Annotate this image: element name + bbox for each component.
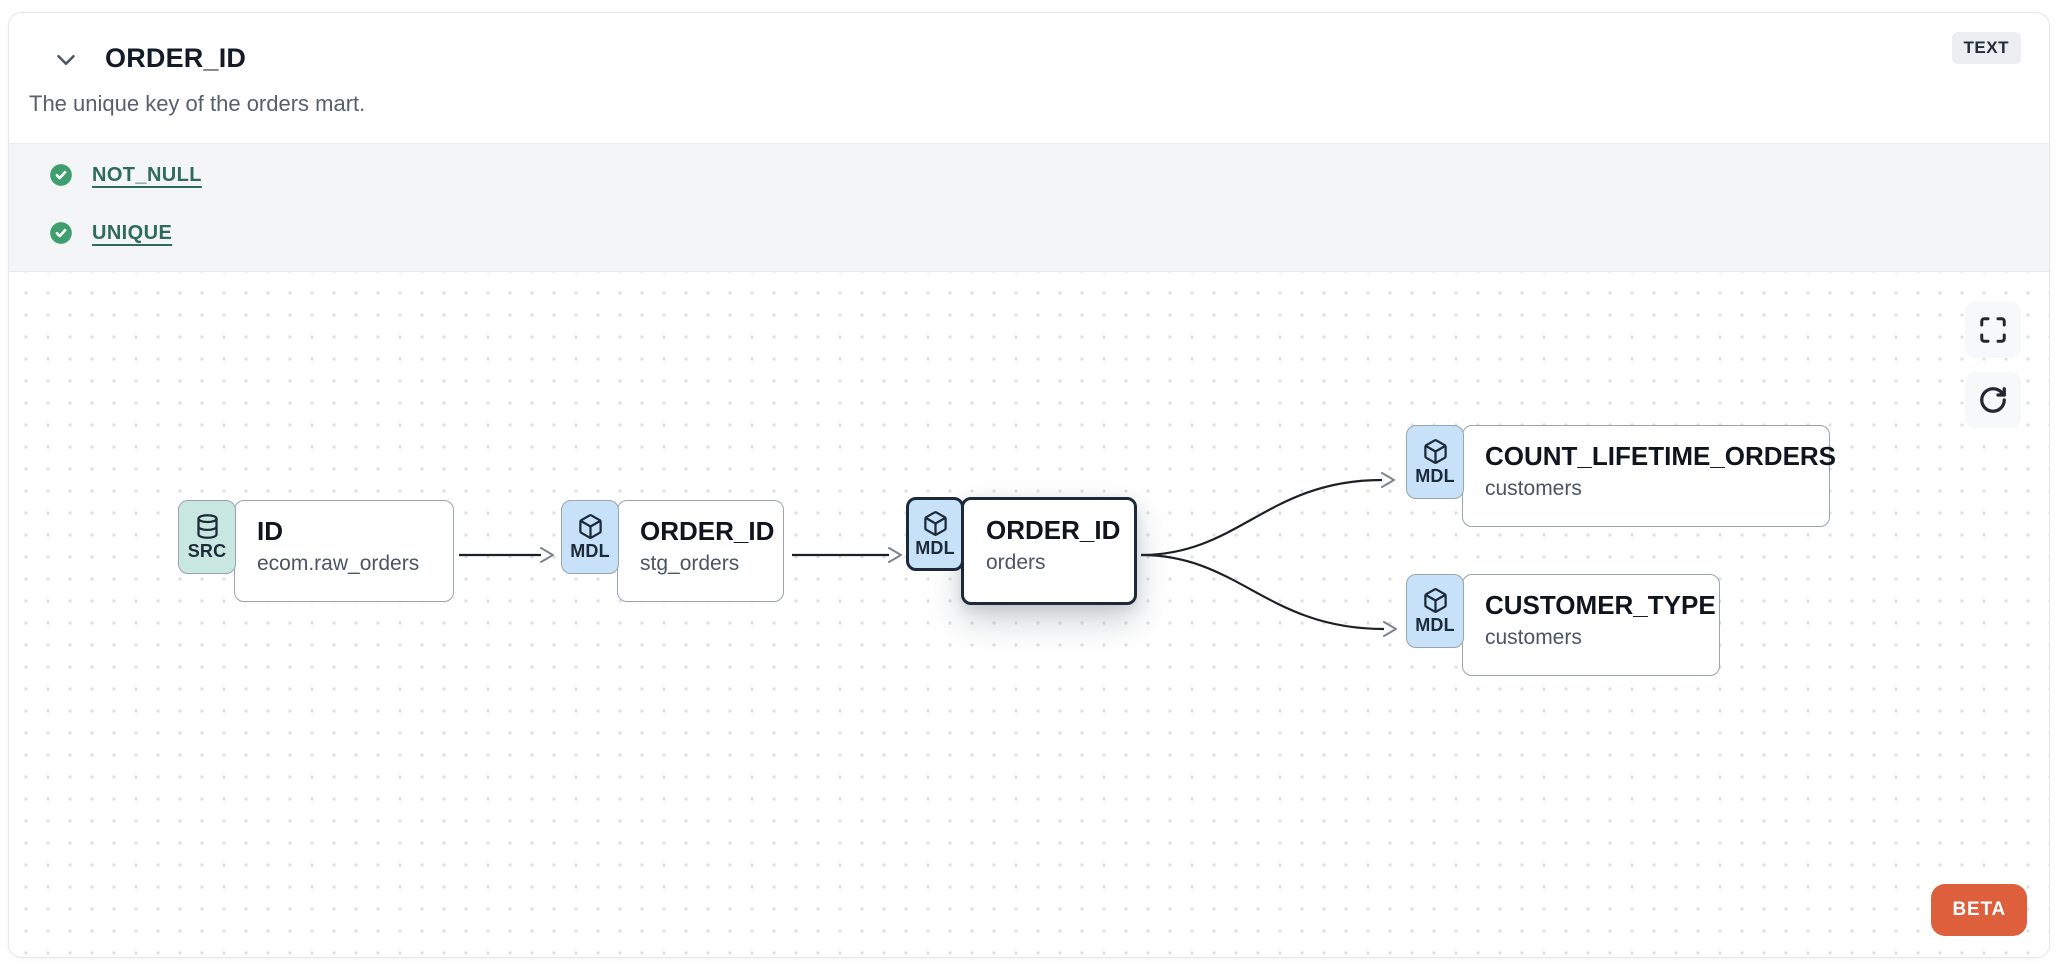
cube-icon xyxy=(923,510,947,536)
beta-badge: BETA xyxy=(1931,884,2027,936)
node-body: ORDER_ID orders xyxy=(961,497,1137,605)
column-title: ORDER_ID xyxy=(105,43,247,73)
lineage-edges xyxy=(459,472,1397,637)
node-body: ORDER_ID stg_orders xyxy=(617,500,784,602)
edge-orders-to-count xyxy=(1140,478,1383,557)
lineage-node-customer-type[interactable]: MDL CUSTOMER_TYPE customers xyxy=(1406,574,1720,676)
column-type-badge: TEXT xyxy=(1951,32,2021,64)
check-circle-icon xyxy=(50,222,72,244)
lineage-node-count-lifetime-orders[interactable]: MDL COUNT_LIFETIME_ORDERS customers xyxy=(1406,425,1837,527)
lineage-node-source-id[interactable]: SRC ID ecom.raw_orders xyxy=(178,500,454,602)
node-subtitle: ecom.raw_orders xyxy=(257,552,420,575)
maximize-icon xyxy=(1980,317,2006,343)
node-subtitle: customers xyxy=(1485,626,1582,649)
column-description: The unique key of the orders mart. xyxy=(29,91,366,116)
node-body: CUSTOMER_TYPE customers xyxy=(1462,574,1720,676)
arrowhead-icon xyxy=(888,547,902,563)
chevron-down-icon xyxy=(57,55,75,65)
tests-section: NOT_NULL UNIQUE xyxy=(9,143,2049,272)
cube-icon xyxy=(1423,587,1447,613)
arrowhead-icon xyxy=(1383,621,1397,637)
node-subtitle: orders xyxy=(986,551,1046,574)
check-circle-icon xyxy=(50,164,72,186)
lineage-canvas[interactable]: SRC ID ecom.raw_orders MDL ORDER_ID stg_… xyxy=(9,272,2049,957)
fullscreen-button[interactable] xyxy=(1965,302,2021,358)
node-title: ID xyxy=(257,516,283,546)
cube-icon xyxy=(578,513,602,539)
test-link-unique[interactable]: UNIQUE xyxy=(92,221,173,244)
arrowhead-icon xyxy=(540,547,554,563)
node-type-badge: SRC xyxy=(178,500,236,574)
node-title: ORDER_ID xyxy=(986,515,1121,545)
edge-orders-to-customer-type xyxy=(1140,553,1385,631)
refresh-button[interactable] xyxy=(1965,372,2021,428)
node-title: ORDER_ID xyxy=(640,516,775,546)
lineage-node-orders-selected[interactable]: MDL ORDER_ID orders xyxy=(906,497,1137,605)
lineage-node-stg-orders[interactable]: MDL ORDER_ID stg_orders xyxy=(561,500,784,602)
node-type-badge: MDL xyxy=(561,500,619,574)
node-body: COUNT_LIFETIME_ORDERS customers xyxy=(1462,425,1837,527)
test-row: NOT_NULL xyxy=(48,162,202,188)
node-type-badge: MDL xyxy=(1406,425,1464,499)
rotate-cw-icon xyxy=(1980,387,2006,413)
node-subtitle: stg_orders xyxy=(640,552,740,575)
collapse-button[interactable] xyxy=(51,45,81,75)
test-row: UNIQUE xyxy=(48,220,172,246)
node-title: COUNT_LIFETIME_ORDERS xyxy=(1485,441,1837,471)
database-icon xyxy=(196,513,218,539)
node-subtitle: customers xyxy=(1485,477,1582,500)
test-link-not-null[interactable]: NOT_NULL xyxy=(92,163,202,186)
node-title: CUSTOMER_TYPE xyxy=(1485,590,1716,620)
column-detail-card: ORDER_ID TEXT The unique key of the orde… xyxy=(8,12,2050,958)
node-type-badge: MDL xyxy=(1406,574,1464,648)
arrowhead-icon xyxy=(1381,472,1395,488)
cube-icon xyxy=(1423,438,1447,464)
node-type-badge: MDL xyxy=(906,497,964,571)
node-body: ID ecom.raw_orders xyxy=(234,500,454,602)
